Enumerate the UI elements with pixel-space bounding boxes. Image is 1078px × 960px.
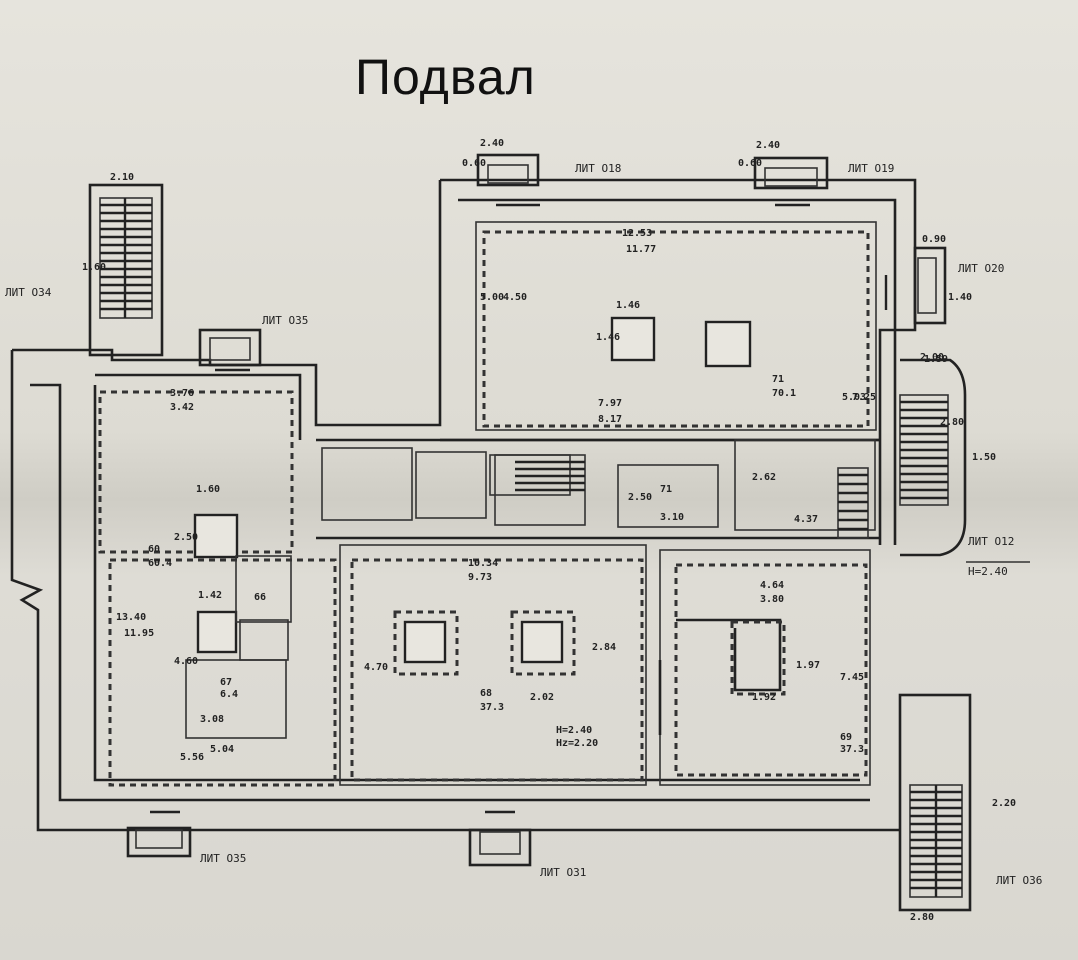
- lit-label: ЛИТ О34: [5, 286, 52, 299]
- dimension-label: 2.50: [628, 492, 652, 503]
- dimension-label: 1.40: [948, 292, 972, 303]
- dimension-label: 71: [772, 374, 784, 385]
- dimension-label: 2.80: [940, 417, 964, 428]
- dimension-label: 11.77: [626, 244, 656, 255]
- dimension-label: 13.40: [116, 612, 146, 623]
- lit-label: ЛИТ О19: [848, 162, 894, 175]
- dimension-label: 12.53: [622, 228, 652, 239]
- dimension-label: H=2.40: [556, 725, 592, 736]
- left-wing-walls: [10, 180, 900, 832]
- lit-label: ЛИТ О36: [996, 874, 1042, 887]
- dimension-label: 10.34: [468, 558, 498, 569]
- dimension-label: 1.60: [196, 484, 220, 495]
- dimension-label: 7.45: [840, 672, 864, 683]
- dimension-label: 1.46: [596, 332, 620, 343]
- dimension-label: 71: [660, 484, 672, 495]
- dimension-label: 3.08: [200, 714, 224, 725]
- dimension-label: 1.46: [616, 300, 640, 311]
- stairs-middle: [494, 454, 869, 539]
- dimension-label: 11.95: [124, 628, 154, 639]
- lit-label: ЛИТ О35: [200, 852, 246, 865]
- dimension-label: 3.10: [660, 512, 684, 523]
- dimension-label: 1.60: [82, 262, 106, 273]
- dimension-label: 4.60: [174, 656, 198, 667]
- right-block-walls: [440, 178, 917, 545]
- dimension-label: 0.90: [922, 234, 946, 245]
- dimension-label: 1.50: [972, 452, 996, 463]
- dimension-label: 3.42: [170, 402, 194, 413]
- dimension-label: 60: [148, 544, 160, 555]
- dimension-label: Hz=2.20: [556, 738, 598, 749]
- dimension-label: 1.59: [924, 354, 948, 365]
- dimension-label: 5.00: [480, 292, 504, 303]
- dimension-label: 4.37: [794, 514, 818, 525]
- dimension-label: 70.1: [772, 388, 796, 399]
- dimension-label: 66: [254, 592, 266, 603]
- dimension-label: 2.40: [480, 138, 504, 149]
- dimension-label: 7.97: [598, 398, 622, 409]
- dimension-label: 3.80: [760, 594, 784, 605]
- dimension-label: 0.60: [462, 158, 486, 169]
- dimension-label: 1.97: [796, 660, 820, 671]
- dimension-label: 3.76: [170, 388, 194, 399]
- dimension-label: 6.4: [220, 689, 238, 700]
- dimension-label: 1.92: [752, 692, 776, 703]
- dimension-label: 2.02: [530, 692, 554, 703]
- dimension-label: 5.03: [842, 392, 866, 403]
- plan-title: Подвал: [355, 49, 536, 105]
- dimension-label: 8.17: [598, 414, 622, 425]
- dimension-label: 7.25: [852, 392, 876, 403]
- dimension-label: 2.20: [992, 798, 1016, 809]
- dimension-label: 69: [840, 732, 852, 743]
- dimension-label: 67: [220, 677, 232, 688]
- dimension-label: 37.3: [840, 744, 864, 755]
- lit-label: ЛИТ О35: [262, 314, 308, 327]
- dimension-label: 2.00: [920, 352, 944, 363]
- bottom-rooms: [98, 316, 871, 787]
- lit-label: ЛИТ О31: [540, 866, 586, 879]
- dimension-label: 1.42: [198, 590, 222, 601]
- dimension-label: 68: [480, 688, 492, 699]
- lit-label: ЛИТ О12: [968, 535, 1014, 548]
- stairs-top-left: [88, 183, 164, 357]
- lit-label: ЛИТ О18: [575, 162, 621, 175]
- stairs-bottom-right: [898, 693, 972, 912]
- lit-label: ЛИТ О20: [958, 262, 1004, 275]
- dimension-label: 2.80: [910, 912, 934, 923]
- dimension-label: 4.50: [503, 292, 527, 303]
- stairs-right: [899, 358, 967, 557]
- dimension-labels: 2.10 1.60 2.40 0.60 2.40 0.60 0.90 1.40 2.00 1.50…: [82, 138, 1016, 923]
- light-wells: [126, 153, 947, 867]
- dimension-label: 4.64: [760, 580, 784, 591]
- dimension-label: 0.60: [738, 158, 762, 169]
- dimension-label: 2.84: [592, 642, 616, 653]
- dimension-label: 60.4: [148, 558, 172, 569]
- dimension-label: 5.04: [210, 744, 234, 755]
- dimension-label: 2.10: [110, 172, 134, 183]
- dimension-label: 5.56: [180, 752, 204, 763]
- dimension-label: 4.70: [364, 662, 388, 673]
- dimension-label: 2.50: [174, 532, 198, 543]
- dimension-label: 37.3: [480, 702, 504, 713]
- dimension-label: 2.62: [752, 472, 776, 483]
- height-note: Н=2.40: [968, 565, 1008, 578]
- dimension-label: 2.40: [756, 140, 780, 151]
- dimension-label: 9.73: [468, 572, 492, 583]
